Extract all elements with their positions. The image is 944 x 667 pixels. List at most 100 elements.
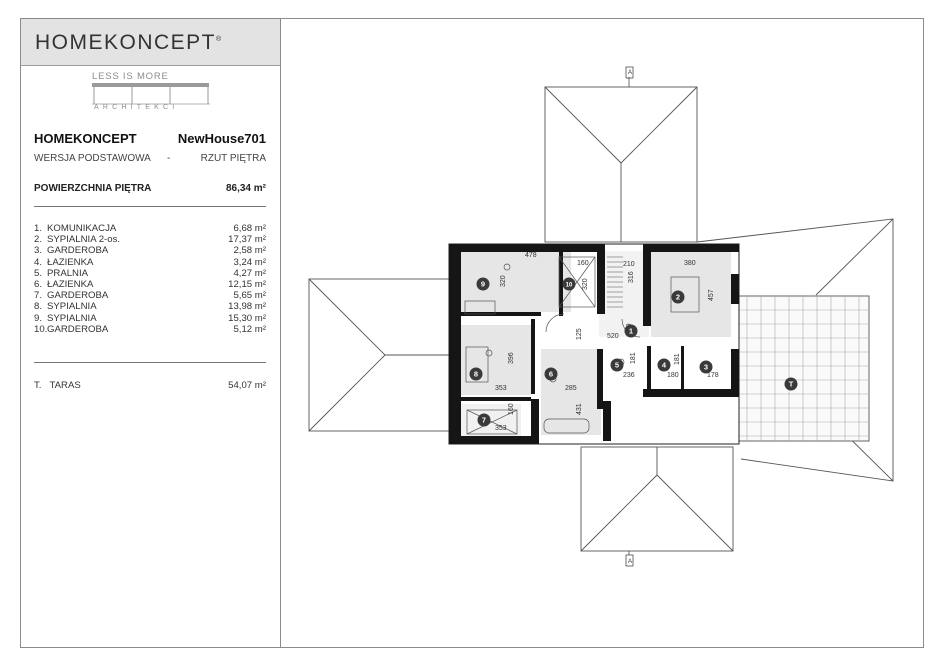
dimension-label: 210: [623, 261, 635, 268]
room-number: 10.: [34, 323, 48, 335]
room-area: 15,30 m²: [228, 312, 266, 324]
dimension-labels: 4783201603202103163804571255201391812361…: [495, 252, 719, 432]
floor-area-label: POWIERZCHNIA PIĘTRA: [34, 183, 152, 194]
version-row: WERSJA PODSTAWOWA - RZUT PIĘTRA: [34, 153, 266, 164]
room-marker-label: T: [789, 380, 794, 389]
room-marker: 1: [624, 324, 638, 338]
room-marker-label: 6: [549, 370, 553, 379]
room-marker: 5: [610, 358, 624, 372]
room-name: SYPIALNIA: [47, 312, 97, 324]
room-row: 1. KOMUNIKACJA 6,68 m²: [34, 223, 266, 234]
room-number: 5.: [34, 267, 43, 279]
dimension-label: 125: [576, 328, 583, 340]
room-number: 1.: [34, 223, 43, 234]
room-marker-label: 3: [704, 363, 708, 372]
room-name: PRALNIA: [47, 267, 89, 279]
room-marker-label: 9: [481, 280, 485, 289]
room-row: 3. GARDEROBA 2,58 m²: [34, 245, 266, 256]
logo-band: HOMEKONCEPT®: [21, 19, 280, 66]
walls: [449, 244, 739, 444]
title-block: HOMEKONCEPT® LESS IS MORE ARCHITEKCI HOM…: [21, 19, 281, 647]
section-markers: A A: [625, 66, 634, 567]
room-row: 9. SYPIALNIA 15,30 m²: [34, 313, 266, 324]
company-name: HOMEKONCEPT: [34, 131, 137, 146]
section-label-top: A: [628, 70, 632, 76]
room-list: 1. KOMUNIKACJA 6,68 m² 2. SYPIALNIA 2-os. 17,…: [34, 223, 266, 335]
roof-outlines: [308, 86, 894, 552]
dimension-label: 431: [576, 403, 583, 415]
room-name: GARDEROBA: [47, 323, 109, 335]
terrace-num: T.: [34, 380, 42, 391]
room-row: 10.GARDEROBA 5,12 m²: [34, 324, 266, 335]
room-name: GARDEROBA: [47, 245, 109, 257]
room-marker-label: 2: [676, 293, 680, 302]
room-marker-label: 7: [482, 416, 486, 425]
dimension-label: 353: [495, 385, 507, 392]
dimension-label: 520: [607, 333, 619, 340]
room-marker: 3: [699, 360, 713, 374]
dimension-label: 457: [708, 289, 715, 301]
section-label-bottom: A: [628, 559, 632, 565]
version-label: WERSJA PODSTAWOWA: [34, 153, 151, 164]
room-name: KOMUNIKACJA: [47, 223, 117, 234]
floor-plan: 4783201603202103163804571255201391812361…: [281, 19, 923, 647]
room-marker: 6: [544, 367, 558, 381]
room-marker: 8: [469, 367, 483, 381]
room-marker-label: 8: [474, 370, 478, 379]
room-number: 3.: [34, 245, 43, 257]
room-name: SYPIALNIA 2-os.: [47, 234, 121, 246]
dimension-label: 160: [577, 260, 589, 267]
drawing-sheet: HOMEKONCEPT® LESS IS MORE ARCHITEKCI HOM…: [20, 18, 924, 648]
terrace-area: 54,07 m²: [228, 380, 266, 391]
room-area: 2,58 m²: [233, 245, 266, 257]
dimension-label: 178: [707, 372, 719, 379]
room-name: SYPIALNIA: [47, 301, 97, 313]
dimension-label: 478: [525, 252, 537, 259]
room-number: 9.: [34, 312, 43, 324]
architects-name: ARCHITEKCI: [94, 104, 179, 111]
room-marker-label: 10: [566, 283, 573, 289]
floor-plan-drawing: 4783201603202103163804571255201391812361…: [308, 66, 894, 567]
project-name: NewHouse701: [177, 131, 266, 146]
room-name: ŁAZIENKA: [47, 256, 94, 268]
dimension-label: 396: [508, 352, 515, 364]
terrace-name: TARAS: [49, 380, 81, 391]
room-marker: 2: [671, 290, 685, 304]
room-marker: 7: [477, 413, 491, 427]
project-title-row: HOMEKONCEPT NewHouse701: [34, 131, 266, 146]
room-name: ŁAZIENKA: [47, 278, 94, 290]
room-marker: 9: [476, 277, 490, 291]
dimension-label: 380: [684, 260, 696, 267]
room-number: 7.: [34, 290, 43, 302]
registered-mark: ®: [216, 36, 223, 43]
divider: [34, 206, 266, 207]
room-row: 2. SYPIALNIA 2-os. 17,37 m²: [34, 234, 266, 245]
room-marker: T: [784, 377, 798, 391]
room-area: 6,68 m²: [233, 223, 266, 234]
room-name: GARDEROBA: [47, 290, 109, 302]
floor-area-value: 86,34 m²: [225, 183, 266, 194]
dimension-label: 181: [674, 353, 681, 365]
staircase: [607, 256, 623, 308]
room-number: 4.: [34, 256, 43, 268]
architects-logo: LESS IS MORE ARCHITEKCI: [92, 71, 210, 115]
brand-logo: HOMEKONCEPT®: [35, 31, 223, 55]
dimension-label: 236: [623, 372, 635, 379]
dimension-label: 160: [508, 403, 515, 415]
room-marker-label: 5: [615, 361, 619, 370]
brand-logo-text: HOMEKONCEPT: [35, 31, 217, 54]
dimension-label: 180: [667, 372, 679, 379]
room-number: 2.: [34, 234, 43, 246]
room-area: 5,12 m²: [233, 323, 266, 335]
room-area: 13,98 m²: [228, 301, 266, 313]
room-number: 6.: [34, 278, 43, 290]
dimension-label: 320: [500, 275, 507, 287]
room-marker-label: 1: [629, 327, 633, 336]
room-area: 17,37 m²: [228, 234, 266, 246]
